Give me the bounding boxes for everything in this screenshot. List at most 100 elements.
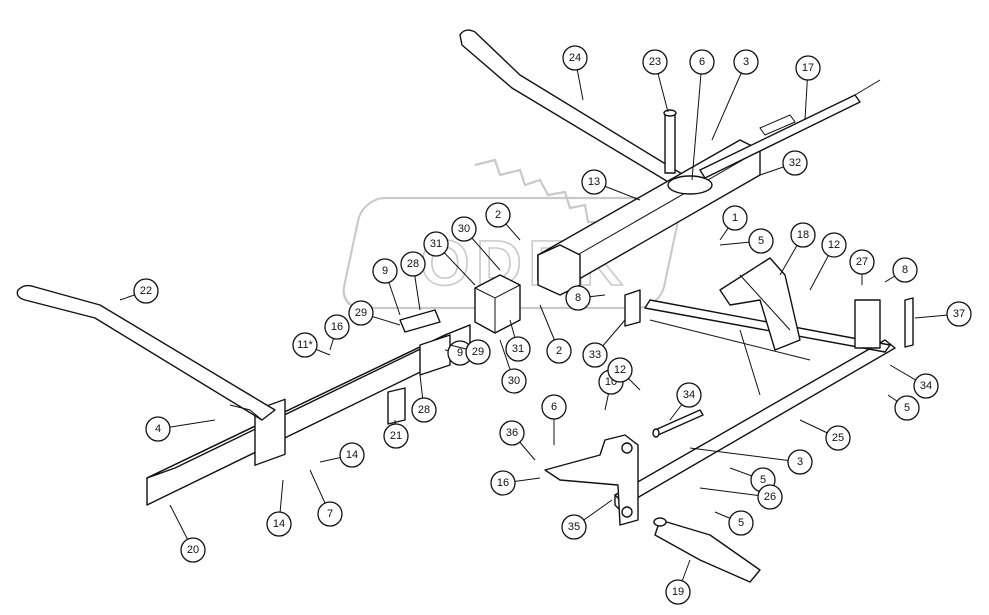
callout-21: 21 <box>383 419 409 449</box>
callout-label: 3 <box>797 456 803 468</box>
callout-label: 16 <box>497 477 509 489</box>
callout-9: 9 <box>372 258 401 316</box>
jack-assembly <box>719 257 801 351</box>
callout-20: 20 <box>169 504 206 563</box>
callout-label: 23 <box>649 56 661 68</box>
callout-label: 2 <box>556 345 562 357</box>
callout-5: 5 <box>719 228 774 254</box>
callout-label: 36 <box>506 427 518 439</box>
callout-label: 5 <box>904 402 910 414</box>
small-plates <box>387 289 914 425</box>
callout-label: 34 <box>920 380 932 392</box>
callout-29: 29 <box>348 300 401 326</box>
callout-16: 16 <box>324 314 350 351</box>
upper-drawbar-arm <box>459 29 701 196</box>
callout-13: 13 <box>581 169 641 201</box>
callout-17: 17 <box>795 55 821 121</box>
callout-30: 30 <box>451 216 501 271</box>
callout-label: 18 <box>797 229 809 241</box>
callout-6: 6 <box>689 49 715 181</box>
callout-12: 12 <box>607 357 641 391</box>
callout-34: 34 <box>669 382 702 421</box>
callout-label: 12 <box>614 364 626 376</box>
callout-label: 34 <box>683 389 695 401</box>
callout-24: 24 <box>562 45 588 101</box>
callout-22: 22 <box>119 278 159 304</box>
callout-label: 8 <box>575 292 581 304</box>
callout-30: 30 <box>499 339 527 394</box>
callout-19: 19 <box>665 559 691 605</box>
callout-25: 25 <box>799 419 851 451</box>
callout-31: 31 <box>423 231 476 286</box>
callout-12: 12 <box>809 232 847 291</box>
callout-label: 14 <box>346 449 358 461</box>
hitch-bracket <box>544 434 639 526</box>
callout-label: 5 <box>738 517 744 529</box>
callout-7: 7 <box>309 469 343 527</box>
callout-11star: 11* <box>292 332 331 358</box>
callout-label: 11* <box>297 339 313 351</box>
callout-32: 32 <box>759 150 808 176</box>
callout-label: 33 <box>589 349 601 361</box>
callout-label: 17 <box>802 62 814 74</box>
callout-16: 16 <box>490 470 541 496</box>
callout-18: 18 <box>779 222 816 276</box>
callout-8: 8 <box>565 285 606 311</box>
callout-label: 13 <box>588 176 600 188</box>
callout-1: 1 <box>719 205 748 241</box>
callout-label: 29 <box>472 346 484 358</box>
callout-label: 19 <box>672 586 684 598</box>
callout-label: 29 <box>355 307 367 319</box>
callout-14: 14 <box>266 479 292 537</box>
pin-34 <box>652 409 704 438</box>
callout-33: 33 <box>582 319 626 368</box>
callout-label: 7 <box>327 508 333 520</box>
callout-label: 20 <box>187 544 199 556</box>
callout-label: 9 <box>457 347 463 359</box>
callout-label: 30 <box>508 375 520 387</box>
callout-label: 1 <box>732 212 738 224</box>
callout-36: 36 <box>499 420 536 461</box>
callout-5: 5 <box>887 394 920 421</box>
callout-label: 6 <box>551 401 557 413</box>
callout-3: 3 <box>689 447 813 475</box>
callout-label: 12 <box>828 239 840 251</box>
callout-23: 23 <box>642 49 669 113</box>
callout-label: 9 <box>382 265 388 277</box>
callout-29: 29 <box>449 339 491 365</box>
callout-label: 35 <box>568 521 580 533</box>
callout-28: 28 <box>400 251 426 311</box>
hydraulic-rod <box>699 79 881 179</box>
callout-label: 3 <box>743 56 749 68</box>
callout-34: 34 <box>889 364 939 399</box>
callout-6: 6 <box>541 394 567 445</box>
callout-label: 5 <box>760 474 766 486</box>
callout-35: 35 <box>561 499 613 540</box>
callout-27: 27 <box>849 249 875 285</box>
callout-8: 8 <box>884 257 918 283</box>
callout-label: 32 <box>789 157 801 169</box>
callout-label: 22 <box>140 285 152 297</box>
callout-37: 37 <box>914 301 972 327</box>
callout-label: 16 <box>331 321 343 333</box>
callout-label: 8 <box>902 264 908 276</box>
callout-label: 26 <box>764 491 776 503</box>
callout-label: 5 <box>758 235 764 247</box>
callout-label: 25 <box>832 432 844 444</box>
callout-2: 2 <box>485 202 521 241</box>
callout-label: 31 <box>512 343 524 355</box>
callout-31: 31 <box>505 319 531 362</box>
callout-label: 6 <box>699 56 705 68</box>
callout-label: 24 <box>569 52 581 64</box>
callout-label: 28 <box>407 258 419 270</box>
callout-14: 14 <box>319 442 365 468</box>
callout-3: 3 <box>711 49 759 141</box>
box-brackets <box>474 244 581 334</box>
callout-label: 30 <box>458 223 470 235</box>
callout-5: 5 <box>714 510 754 536</box>
callout-4: 4 <box>145 416 216 442</box>
callout-label: 27 <box>856 256 868 268</box>
callout-9: 9 <box>444 340 473 366</box>
